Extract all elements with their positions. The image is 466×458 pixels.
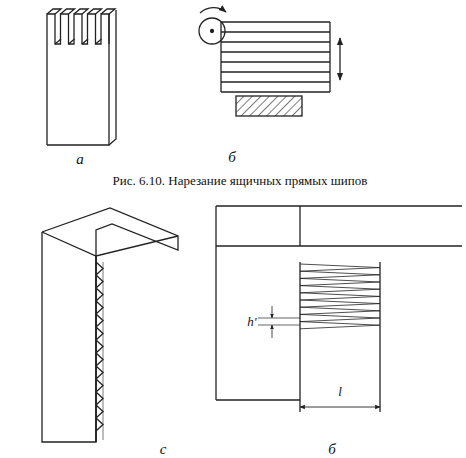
figure-letter: б: [228, 149, 236, 166]
figure-letter: б: [328, 441, 336, 458]
dimension-label: h': [247, 314, 256, 330]
dimension-label: l: [338, 384, 342, 400]
figure-letter: а: [76, 151, 84, 168]
figure-letter: с: [160, 441, 167, 458]
figure-caption: Рис. 6.10. Нарезание ящичных прямых шипо…: [113, 173, 368, 189]
line-art: [42, 8, 462, 442]
